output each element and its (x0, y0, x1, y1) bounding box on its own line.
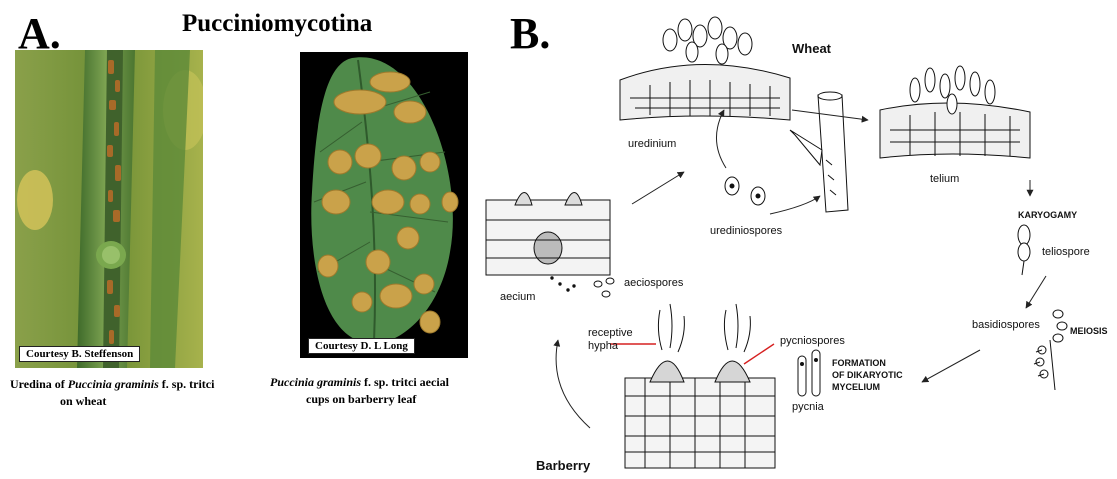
wheat-photo-image (15, 50, 203, 368)
label-barberry: Barberry (536, 458, 591, 473)
page-title: Pucciniomycotina (182, 10, 372, 38)
caption-right-suffix: f. sp. tritci aecial (361, 375, 449, 389)
label-formation-3: MYCELIUM (832, 382, 880, 392)
aecium-drawing (486, 193, 610, 292)
label-basidiospores: basidiospores (972, 319, 1040, 331)
label-urediniospores: urediniospores (710, 225, 783, 237)
pycnia-hyphae-drawing (798, 350, 820, 396)
teliospore-drawing (1018, 225, 1030, 275)
label-meiosis: MEIOSIS (1070, 326, 1108, 336)
photo-credit-steffenson: Courtesy B. Steffenson (19, 346, 140, 362)
label-aecium: aecium (500, 291, 535, 303)
life-cycle-diagram: Wheat uredinium urediniospores telium KA… (470, 0, 1117, 479)
barberry-leaf-photo: Courtesy D. L Long (300, 52, 468, 358)
wheat-stem-drawing (790, 92, 848, 212)
label-teliospore: teliospore (1042, 246, 1090, 258)
label-pycniospores: pycniospores (780, 335, 845, 347)
label-wheat: Wheat (792, 41, 832, 56)
label-karyogamy: KARYOGAMY (1018, 210, 1077, 220)
label-aeciospores: aeciospores (624, 277, 684, 289)
caption-right-line2: cups on barberry leaf (270, 392, 416, 406)
wheat-uredinia-photo: Courtesy B. Steffenson (15, 50, 203, 368)
telium-drawing (880, 66, 1030, 158)
caption-left-prefix: Uredina of (10, 377, 68, 391)
uredinium-drawing (620, 17, 790, 120)
urediniospores-drawing (725, 177, 765, 205)
label-receptive: receptive (588, 327, 633, 339)
label-pycnia: pycnia (792, 401, 825, 413)
label-hypha: hypha (588, 340, 619, 352)
barberry-photo-image (300, 52, 468, 358)
red-pointer-lines (610, 344, 774, 364)
aeciospores-drawing (594, 278, 614, 297)
caption-left-suffix: f. sp. tritci (159, 377, 215, 391)
label-formation-1: FORMATION (832, 358, 886, 368)
photo-left-caption: Uredina of Puccinia graminis f. sp. trit… (10, 376, 214, 410)
photo-credit-long: Courtesy D. L Long (308, 338, 415, 354)
label-formation-2: OF DIKARYOTIC (832, 370, 903, 380)
photo-right-caption: Puccinia graminis f. sp. tritci aecial c… (270, 374, 449, 408)
caption-left-species: Puccinia graminis (68, 377, 159, 391)
caption-left-line2: on wheat (10, 394, 106, 408)
caption-right-species: Puccinia graminis (270, 375, 361, 389)
label-telium: telium (930, 173, 959, 185)
label-uredinium: uredinium (628, 138, 676, 150)
barberry-section-drawing (625, 304, 775, 468)
